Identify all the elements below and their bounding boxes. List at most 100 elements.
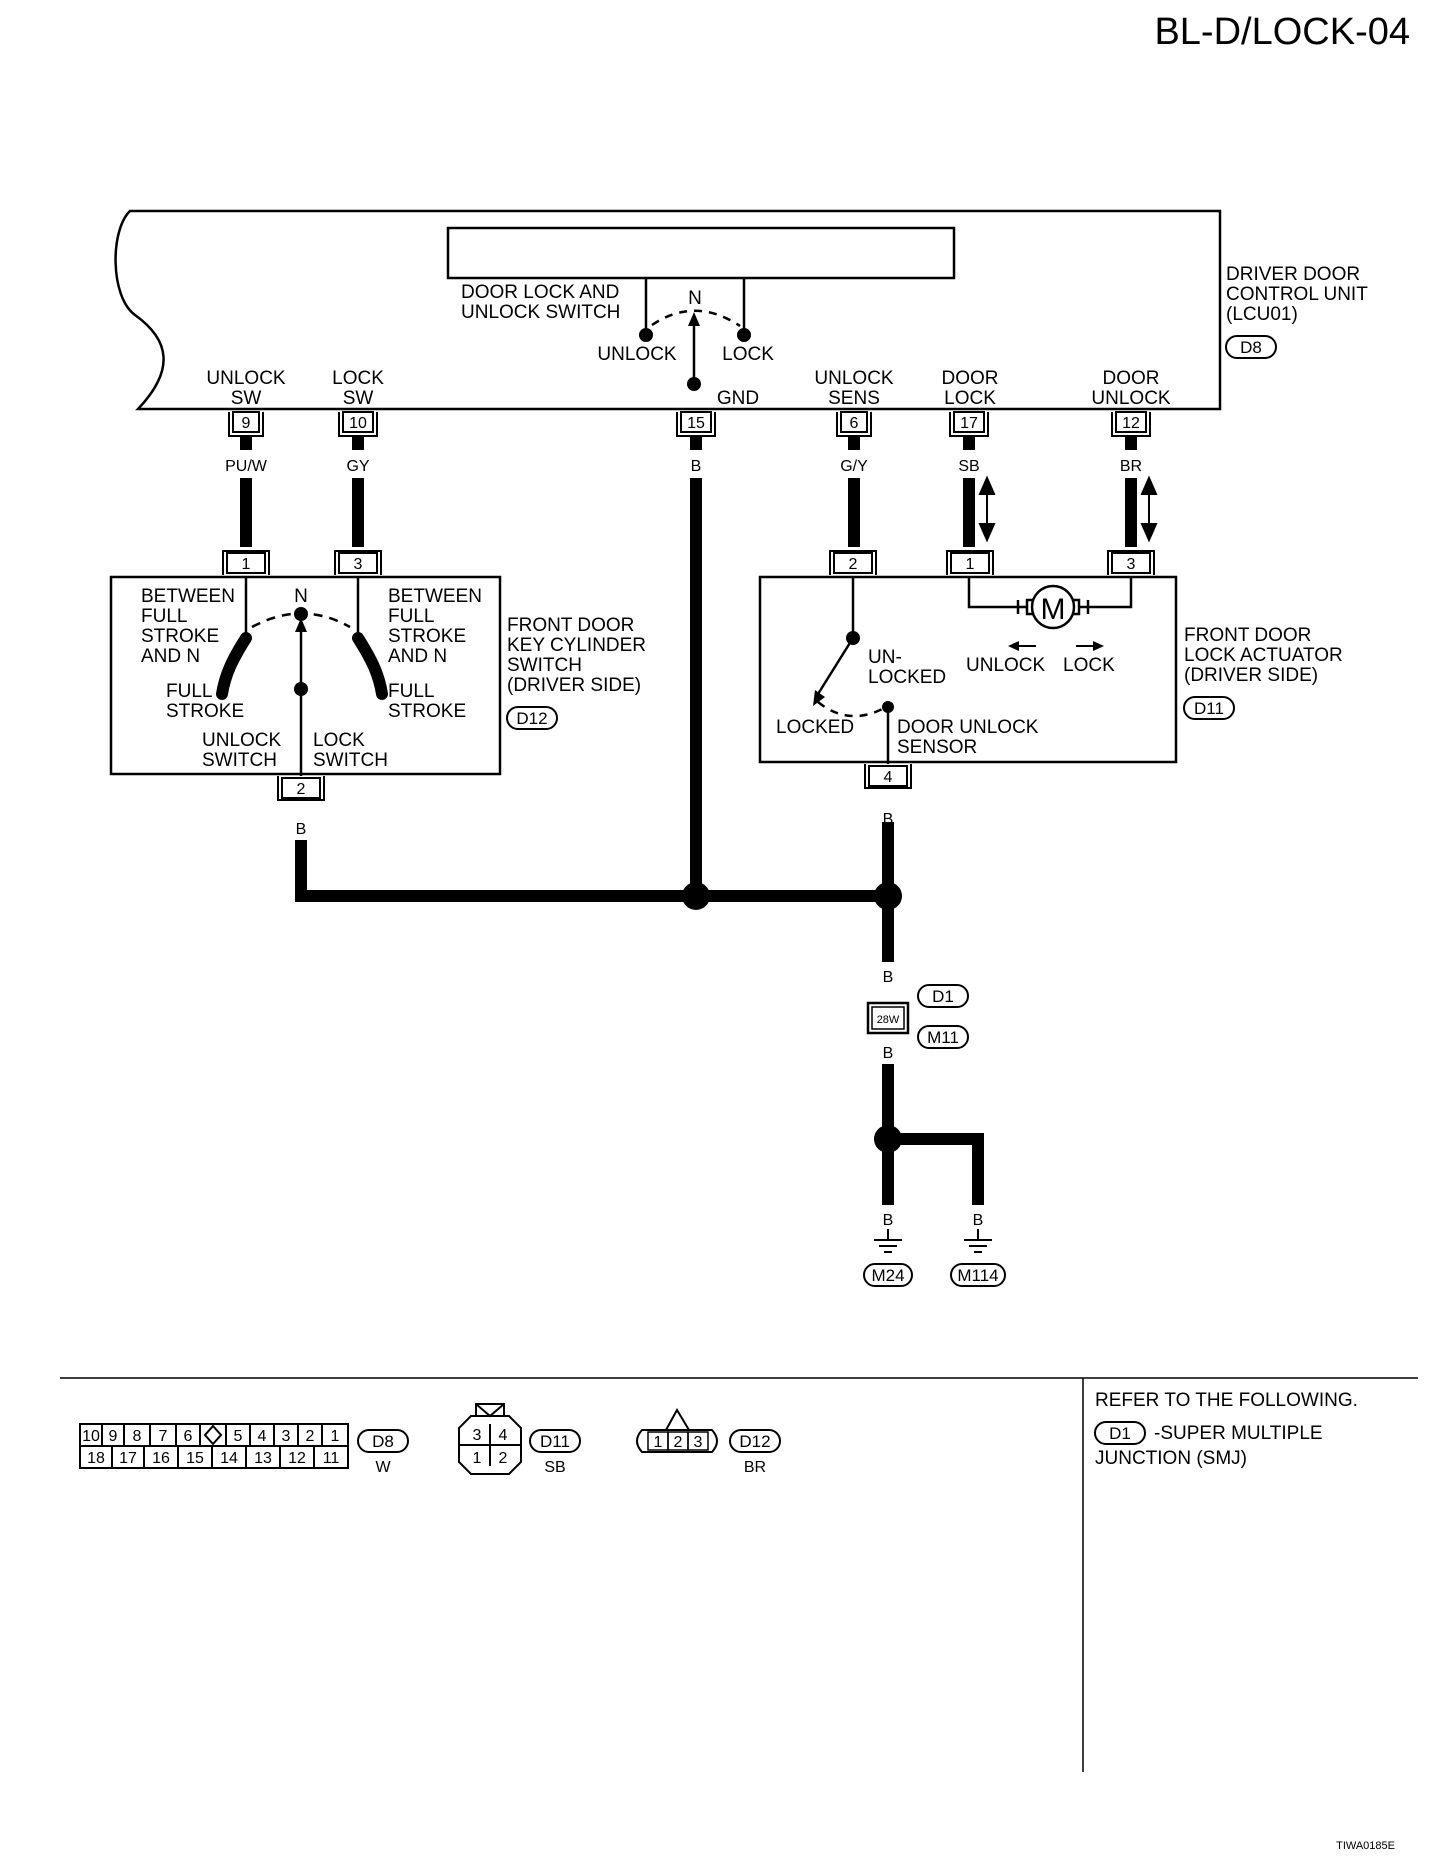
svg-text:1: 1	[331, 1428, 340, 1445]
svg-text:(DRIVER SIDE): (DRIVER SIDE)	[507, 675, 641, 696]
svg-text:FULL: FULL	[166, 681, 212, 702]
svg-text:2: 2	[499, 1450, 508, 1467]
svg-text:AND N: AND N	[388, 646, 447, 667]
svg-text:D12: D12	[516, 709, 547, 728]
legend-dividers	[60, 1377, 1418, 1772]
svg-text:(DRIVER SIDE): (DRIVER SIDE)	[1184, 665, 1318, 686]
svg-text:PU/W: PU/W	[225, 458, 268, 475]
svg-text:M11: M11	[927, 1028, 959, 1047]
svg-text:N: N	[688, 288, 702, 309]
wire-color-labels: PU/W GY B G/Y SB BR	[225, 458, 1142, 475]
svg-text:D1: D1	[1109, 1424, 1131, 1443]
bidirectional-arrows	[978, 475, 1158, 543]
svg-text:13: 13	[254, 1450, 272, 1467]
svg-text:FULL: FULL	[388, 681, 434, 702]
svg-text:3: 3	[473, 1427, 482, 1444]
svg-text:B: B	[883, 969, 894, 986]
svg-text:8: 8	[133, 1428, 142, 1445]
svg-text:4: 4	[258, 1428, 267, 1445]
svg-text:12: 12	[1122, 415, 1140, 432]
svg-text:B: B	[883, 811, 894, 828]
svg-text:UNLOCK: UNLOCK	[202, 730, 282, 751]
svg-text:DOOR: DOOR	[1103, 368, 1160, 389]
svg-text:6: 6	[184, 1428, 193, 1445]
svg-text:GND: GND	[717, 388, 759, 409]
svg-text:D12: D12	[739, 1432, 770, 1451]
svg-text:FRONT DOOR: FRONT DOOR	[1184, 625, 1311, 646]
svg-text:D1: D1	[932, 987, 954, 1006]
terminal-labels: UNLOCK SW LOCK SW GND UNLOCK SENS DOOR L…	[206, 368, 1171, 409]
svg-text:4: 4	[499, 1427, 508, 1444]
svg-text:12: 12	[288, 1450, 306, 1467]
svg-text:G/Y: G/Y	[840, 458, 868, 475]
svg-text:FULL: FULL	[141, 606, 187, 627]
svg-text:D11: D11	[1194, 699, 1224, 718]
svg-text:2: 2	[306, 1428, 315, 1445]
svg-text:AND N: AND N	[141, 646, 200, 667]
svg-text:LOCK: LOCK	[313, 730, 365, 751]
svg-text:5: 5	[234, 1428, 243, 1445]
svg-text:10: 10	[349, 415, 367, 432]
svg-text:10: 10	[82, 1428, 100, 1445]
svg-text:SWITCH: SWITCH	[202, 750, 277, 771]
svg-text:D8: D8	[372, 1432, 394, 1451]
legend-d11-connector: 3 4 1 2 D11 SB	[458, 1403, 581, 1476]
svg-text:BETWEEN: BETWEEN	[388, 586, 482, 607]
svg-text:B: B	[691, 458, 702, 475]
svg-text:UNLOCK: UNLOCK	[814, 368, 894, 389]
svg-text:3: 3	[694, 1434, 703, 1451]
svg-text:3: 3	[354, 556, 363, 573]
svg-text:B: B	[883, 1212, 894, 1229]
legend-d8-connector: 10 9 8 7 6 5 4 3 2 1 18 17 16 15 14 13 1…	[79, 1423, 409, 1476]
svg-text:SENSOR: SENSOR	[897, 737, 977, 758]
svg-text:1: 1	[654, 1434, 663, 1451]
svg-text:2: 2	[674, 1434, 683, 1451]
svg-text:UN-: UN-	[868, 647, 902, 668]
ground-circuit: B 28W D1 M11 B B B M24 M114	[863, 969, 1006, 1287]
svg-text:1: 1	[473, 1450, 482, 1467]
svg-text:LOCK: LOCK	[332, 368, 384, 389]
svg-text:9: 9	[242, 415, 251, 432]
splices	[682, 882, 902, 1153]
svg-text:LOCKED: LOCKED	[868, 667, 946, 688]
page-code: BL-D/LOCK-04	[1154, 11, 1410, 53]
legend-d12-connector: 1 2 3 D12 BR	[636, 1407, 781, 1476]
door-lock-actuator: 2 1 3 4 B M UNLOCK LOCK	[758, 550, 1178, 828]
svg-text:16: 16	[152, 1450, 170, 1467]
svg-text:D11: D11	[540, 1432, 570, 1451]
svg-text:(LCU01): (LCU01)	[1226, 304, 1298, 325]
svg-text:BR: BR	[1120, 458, 1142, 475]
svg-text:FRONT DOOR: FRONT DOOR	[507, 615, 634, 636]
svg-text:LOCK ACTUATOR: LOCK ACTUATOR	[1184, 645, 1343, 666]
svg-text:SB: SB	[958, 458, 979, 475]
key-cylinder-switch: 1 3 2 B N BETWEEN FULL STROKE AND N BETW…	[109, 550, 502, 838]
svg-text:CONTROL UNIT: CONTROL UNIT	[1226, 284, 1368, 305]
svg-text:14: 14	[220, 1450, 238, 1467]
svg-text:1: 1	[242, 556, 251, 573]
svg-text:LOCK: LOCK	[1063, 655, 1115, 676]
svg-text:UNLOCK: UNLOCK	[966, 655, 1046, 676]
svg-text:3: 3	[1127, 556, 1136, 573]
svg-text:LOCKED: LOCKED	[776, 717, 854, 738]
legend-reference-note: REFER TO THE FOLLOWING. D1 -SUPER MULTIP…	[1094, 1390, 1358, 1469]
control-unit-label: DRIVER DOOR CONTROL UNIT (LCU01)	[1226, 264, 1368, 325]
svg-text:2: 2	[849, 556, 858, 573]
svg-text:UNLOCK: UNLOCK	[206, 368, 286, 389]
svg-text:15: 15	[687, 415, 705, 432]
actuator-label: FRONT DOOR LOCK ACTUATOR (DRIVER SIDE) D…	[1183, 625, 1343, 720]
svg-text:STROKE: STROKE	[388, 626, 466, 647]
svg-text:3: 3	[282, 1428, 291, 1445]
svg-text:STROKE: STROKE	[141, 626, 219, 647]
svg-text:28W: 28W	[877, 1014, 900, 1026]
svg-text:N: N	[294, 586, 308, 607]
svg-text:DOOR LOCK AND: DOOR LOCK AND	[461, 282, 619, 303]
svg-text:SWITCH: SWITCH	[313, 750, 388, 771]
svg-text:W: W	[375, 1459, 391, 1476]
svg-text:15: 15	[186, 1450, 204, 1467]
svg-text:D8: D8	[1240, 338, 1262, 357]
svg-text:STROKE: STROKE	[166, 701, 244, 722]
svg-text:M: M	[1041, 593, 1066, 626]
svg-text:M24: M24	[871, 1266, 904, 1285]
svg-text:LOCK: LOCK	[722, 344, 774, 365]
